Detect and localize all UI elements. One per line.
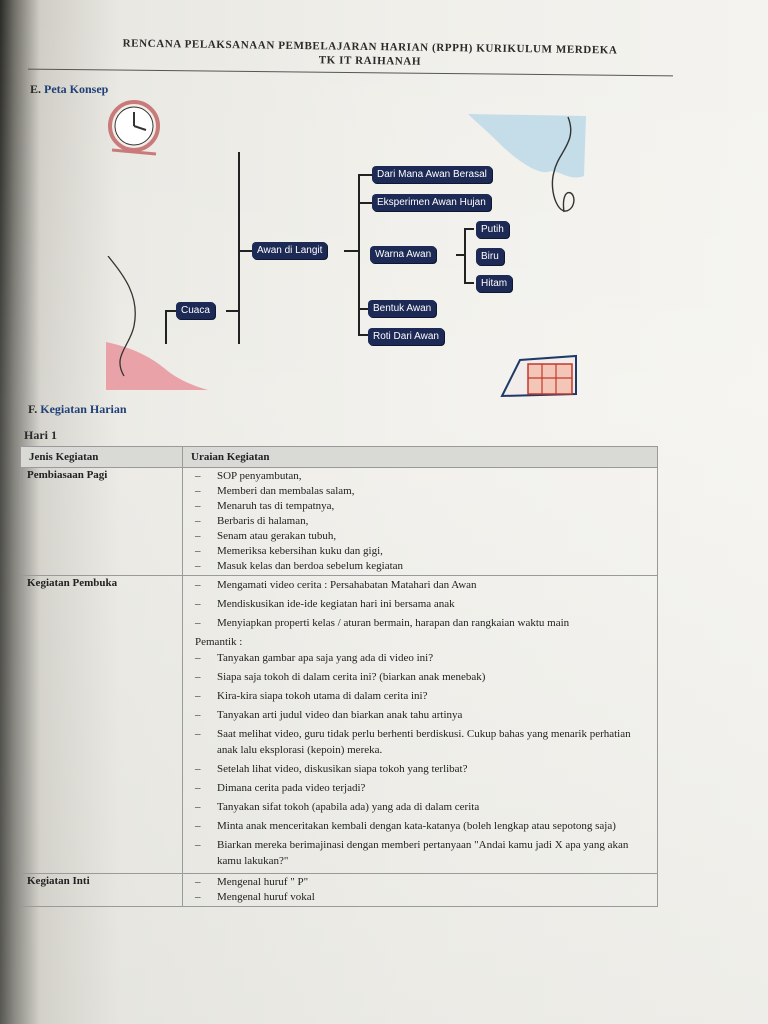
list-item: Tanyakan sifat tokoh (apabila ada) yang … [189,799,651,815]
connector [344,250,360,252]
list-item: Kira-kira siapa tokoh utama di dalam cer… [189,688,651,704]
connector [358,334,372,336]
row-type: Pembiasaan Pagi [20,467,183,576]
node-root: Cuaca [176,302,215,319]
list-item: Masuk kelas dan berdoa sebelum kegiatan [189,559,651,574]
connector [238,152,240,344]
activity-list: Mengamati video cerita : Persahabatan Ma… [189,577,651,631]
table-header-row: Jenis Kegiatan Uraian Kegiatan [20,446,658,468]
concept-map: Cuaca Awan di Langit Dari Mana Awan Bera… [100,100,590,400]
node-color: Hitam [476,275,513,292]
connector [358,174,372,176]
clock-illustration [108,100,160,156]
list-item: Dimana cerita pada video terjadi? [189,780,651,796]
list-item: Mengamati video cerita : Persahabatan Ma… [189,577,651,593]
connector [358,308,372,310]
list-item: Menyiapkan properti kelas / aturan berma… [189,615,651,631]
list-item: Saat melihat video, guru tidak perlu ber… [189,726,651,758]
row-description: Mengenal huruf " P" Mengenal huruf vokal [182,873,658,907]
list-item: Siapa saja tokoh di dalam cerita ini? (b… [189,669,651,685]
activities-table: Jenis Kegiatan Uraian Kegiatan Pembiasaa… [20,446,658,907]
list-item: Minta anak menceritakan kembali dengan k… [189,818,651,834]
header-description: Uraian Kegiatan [182,446,658,468]
activities-section-title: Kegiatan Harian [40,402,127,416]
activities-heading: F. Kegiatan Harian [28,402,127,417]
node-color: Putih [476,221,509,238]
node-branch: Bentuk Awan [368,300,437,317]
document-title: RENCANA PELAKSANAAN PEMBELAJARAN HARIAN … [0,35,740,73]
table-row: Pembiasaan Pagi SOP penyambutan, Memberi… [20,467,658,576]
connector [464,228,466,284]
concept-map-heading: E. Peta Konsep [30,82,108,97]
table-row: Kegiatan Inti Mengenal huruf " P" Mengen… [20,873,658,907]
row-type: Kegiatan Inti [20,873,183,907]
list-item: Menaruh tas di tempatnya, [189,499,651,514]
activities-section-number: F. [28,402,38,416]
hill-illustration [106,256,208,390]
header-type: Jenis Kegiatan [20,446,183,468]
list-item: Setelah lihat video, diskusikan siapa to… [189,761,651,777]
node-color: Biru [476,248,504,265]
connector [165,310,177,312]
list-item: Memeriksa kebersihan kuku dan gigi, [189,544,651,559]
connector [456,254,466,256]
table-row: Kegiatan Pembuka Mengamati video cerita … [20,575,658,874]
list-item: Memberi dan membalas salam, [189,484,651,499]
row-description: SOP penyambutan, Memberi dan membalas sa… [182,467,658,576]
list-item: Mendiskusikan ide-ide kegiatan hari ini … [189,596,651,612]
list-item: Mengenal huruf vokal [189,890,651,905]
building-illustration [500,354,577,398]
node-level1: Awan di Langit [252,242,328,259]
connector [165,310,167,344]
prompt-list: Tanyakan gambar apa saja yang ada di vid… [189,650,651,869]
activity-list: SOP penyambutan, Memberi dan membalas sa… [189,469,651,574]
node-branch: Dari Mana Awan Berasal [372,166,492,183]
connector [358,202,372,204]
concept-map-section-number: E. [30,82,42,96]
list-item: SOP penyambutan, [189,469,651,484]
row-type: Kegiatan Pembuka [20,575,183,874]
connector [464,282,474,284]
day-label: Hari 1 [24,428,57,442]
list-item: Biarkan mereka berimajinasi dengan membe… [189,837,651,869]
connector [238,250,252,252]
node-branch: Roti Dari Awan [368,328,444,345]
list-item: Mengenal huruf " P" [189,875,651,890]
list-item: Tanyakan gambar apa saja yang ada di vid… [189,650,651,666]
list-item: Senam atau gerakan tubuh, [189,529,651,544]
activity-list: Mengenal huruf " P" Mengenal huruf vokal [189,875,651,905]
connector [464,228,474,230]
connector [358,174,360,336]
node-branch: Warna Awan [370,246,437,263]
list-item: Tanyakan arti judul video dan biarkan an… [189,707,651,723]
list-item: Berbaris di halaman, [189,514,651,529]
cloud-illustration [468,114,586,213]
connector [226,310,238,312]
concept-map-section-title: Peta Konsep [44,82,109,96]
node-branch: Eksperimen Awan Hujan [372,194,491,211]
row-description: Mengamati video cerita : Persahabatan Ma… [182,575,658,874]
sub-label: Pemantik : [195,636,243,648]
